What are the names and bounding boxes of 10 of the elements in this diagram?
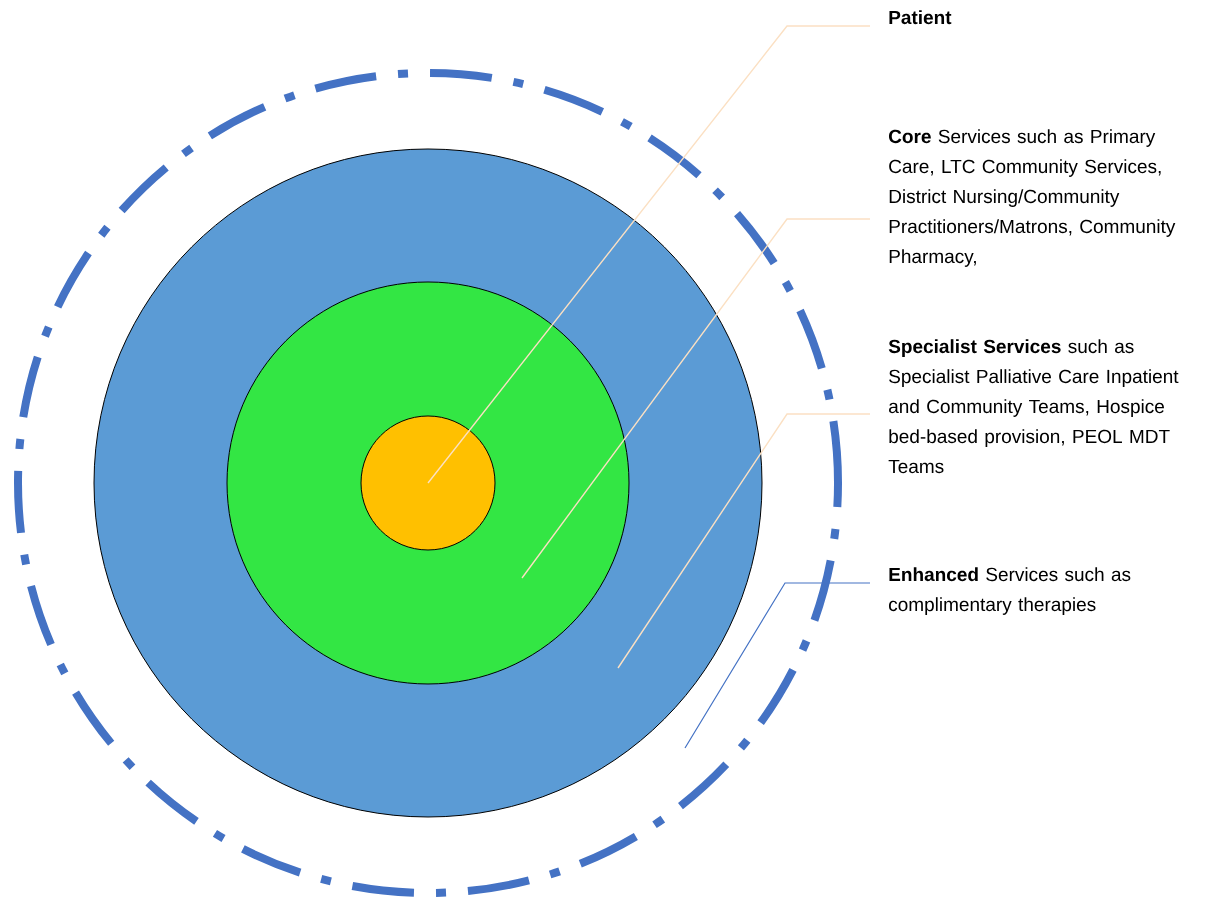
- leader-line: [427, 25, 871, 484]
- leader-line: [521, 218, 871, 579]
- leader-line: [617, 413, 871, 669]
- callout-text: Core Services such as Primary Care, LTC Community Services, District Nursing/Community Practitioners/Matrons, Community Pharmacy,: [889, 129, 1176, 267]
- leader-line: [684, 582, 871, 749]
- callout-text: Patient: [889, 10, 952, 25]
- callout-text: Enhanced Services such as complimentary therapies: [889, 567, 1131, 615]
- callout-text: Specialist Services such as Specialist Palliative Care Inpatient and Community Teams, Hospice bed-based provision, PEOL MDT Teams: [888, 339, 1179, 474]
- dash-dot-circle: [14, 69, 842, 897]
- center-circle: [360, 415, 496, 551]
